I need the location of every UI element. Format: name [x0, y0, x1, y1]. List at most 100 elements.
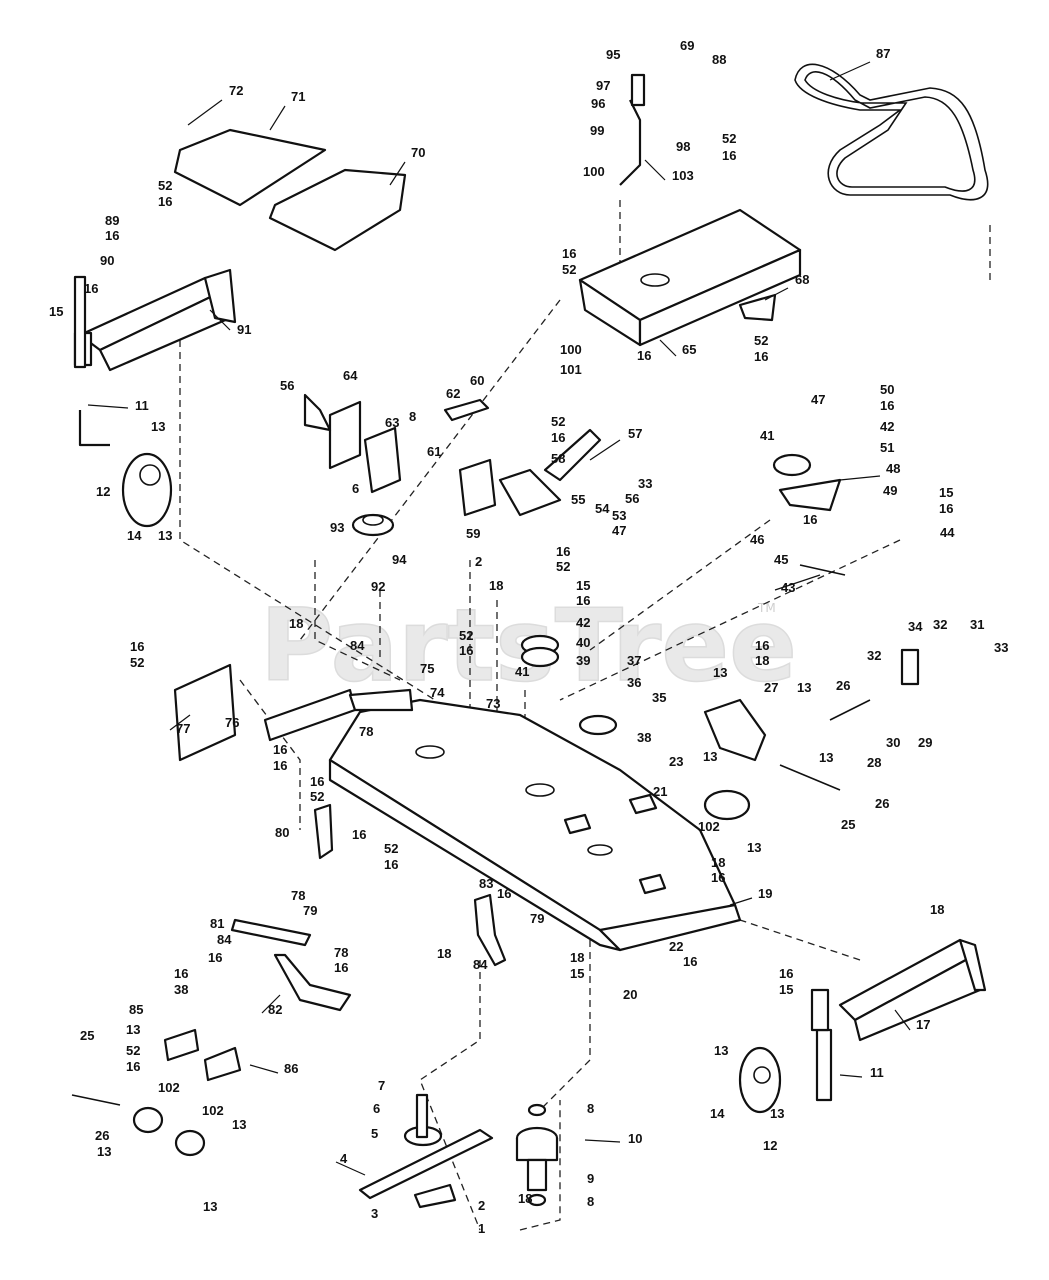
idler-pulleys: [458, 428, 842, 736]
callout-label: 71: [291, 89, 305, 104]
callout-label: 36: [627, 675, 641, 690]
callout-label: 16: [755, 638, 769, 653]
callout-label: 11: [135, 398, 149, 413]
callout-label: 78: [334, 945, 348, 960]
callout-label: 32: [933, 617, 947, 632]
callout-label: 52: [722, 131, 736, 146]
callout-label: 21: [653, 784, 667, 799]
callout-label: 13: [770, 1106, 784, 1121]
callout-label: 65: [682, 342, 696, 357]
callout-label: 51: [880, 440, 894, 455]
callout-label: 18: [570, 950, 584, 965]
callout-label: 77: [176, 721, 190, 736]
callout-label: 18: [711, 855, 725, 870]
callout-label: 96: [591, 96, 605, 111]
callout-label: 79: [530, 911, 544, 926]
callout-label: 52: [158, 178, 172, 193]
leader-lines: [87, 61, 911, 1176]
callout-label: 103: [672, 168, 694, 183]
callout-label: 20: [623, 987, 637, 1002]
mower-deck: [328, 698, 742, 952]
callout-label: 100: [583, 164, 605, 179]
callout-label: 74: [430, 685, 445, 700]
callout-label: 15: [570, 966, 584, 981]
callout-label: 56: [280, 378, 294, 393]
callout-label: 80: [275, 825, 289, 840]
callout-label: 16: [754, 349, 768, 364]
left-axle-bracket: [73, 268, 237, 528]
callout-label: 12: [763, 1138, 777, 1153]
callout-label: 82: [268, 1002, 282, 1017]
callout-label: 16: [497, 886, 511, 901]
front-left-brackets: [163, 663, 507, 1082]
callout-label: 16: [352, 827, 366, 842]
callout-label: 3: [371, 1206, 378, 1221]
callout-label: 16: [562, 246, 576, 261]
callout-label: 88: [712, 52, 726, 67]
callout-label: 16: [310, 774, 324, 789]
callout-label: 27: [764, 680, 778, 695]
callout-label: 46: [750, 532, 764, 547]
callout-label: 16: [130, 639, 144, 654]
callout-label: 4: [340, 1151, 348, 1166]
callout-label: 13: [151, 419, 165, 434]
callout-label: 62: [446, 386, 460, 401]
callout-label: 50: [880, 382, 894, 397]
callout-label: 41: [515, 664, 529, 679]
callout-label: 28: [867, 755, 881, 770]
callout-label: 18: [518, 1191, 532, 1206]
callout-label: 75: [420, 661, 434, 676]
callout-label: 13: [158, 528, 172, 543]
callout-label: 16: [880, 398, 894, 413]
callout-label: 93: [330, 520, 344, 535]
callout-label: 55: [571, 492, 585, 507]
callout-label: 63: [385, 415, 399, 430]
callout-label: 13: [232, 1117, 246, 1132]
callout-label: 16: [779, 966, 793, 981]
callout-label: 16: [711, 870, 725, 885]
callout-label: 39: [576, 653, 590, 668]
callout-label: 57: [628, 426, 642, 441]
callout-label: 54: [595, 501, 610, 516]
callout-label: 13: [819, 750, 833, 765]
callout-label: 52: [459, 628, 473, 643]
callout-label: 16: [637, 348, 651, 363]
callout-label: 16: [273, 742, 287, 757]
callout-label: 73: [486, 696, 500, 711]
callout-label: 41: [760, 428, 774, 443]
callout-label: 13: [714, 1043, 728, 1058]
callout-label: 84: [217, 932, 232, 947]
callout-label: 52: [754, 333, 768, 348]
callout-label: 18: [289, 616, 303, 631]
callout-label: 60: [470, 373, 484, 388]
callout-label: 26: [95, 1128, 109, 1143]
callout-label: 8: [587, 1194, 594, 1209]
callout-label: 25: [80, 1028, 94, 1043]
callout-label: 35: [652, 690, 666, 705]
callout-label: 90: [100, 253, 114, 268]
callout-label: 17: [916, 1017, 930, 1032]
callout-label: 16: [384, 857, 398, 872]
callout-label: 58: [551, 451, 565, 466]
callout-label: 16: [556, 544, 570, 559]
callout-label: 83: [479, 876, 493, 891]
callout-label: 70: [411, 145, 425, 160]
callout-label: 2: [478, 1198, 485, 1213]
callout-label: 52: [551, 414, 565, 429]
callout-label: 86: [284, 1061, 298, 1076]
callout-label: 43: [781, 580, 795, 595]
callout-label: 16: [576, 593, 590, 608]
callout-label: 52: [384, 841, 398, 856]
callout-label: 14: [710, 1106, 725, 1121]
callout-label: 15: [49, 304, 63, 319]
callout-label: 32: [867, 648, 881, 663]
callout-label: 45: [774, 552, 788, 567]
callout-label: 52: [310, 789, 324, 804]
callout-label: 2: [475, 554, 482, 569]
callout-label: 40: [576, 635, 590, 650]
callout-label: 9: [587, 1171, 594, 1186]
right-axle-bracket: [810, 938, 987, 1042]
callout-label: 10: [628, 1131, 642, 1146]
watermark-tm: TM: [757, 601, 776, 615]
